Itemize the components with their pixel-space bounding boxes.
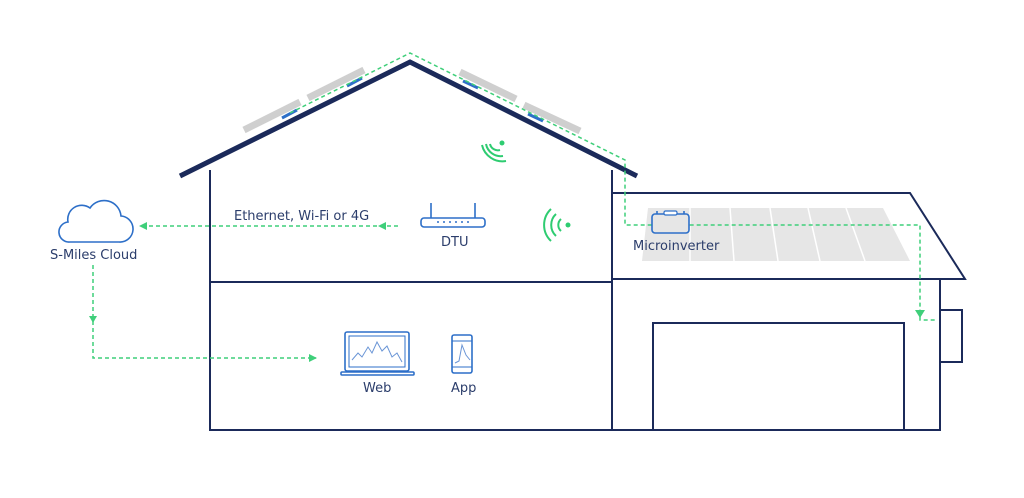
laptop-icon (340, 331, 415, 376)
cloud-icon (58, 199, 134, 243)
arrow-head (309, 354, 317, 362)
garage-solar-panels (642, 207, 910, 262)
dtu-router-icon (420, 203, 486, 228)
garage-side-box (940, 309, 963, 363)
data-flow-lines (89, 52, 937, 362)
garage-roof (612, 192, 967, 280)
house-structure (178, 59, 967, 431)
arrow-head (89, 316, 97, 323)
roof-solar-panels (242, 66, 582, 135)
arrow-head (915, 310, 925, 318)
microinverter-mark (462, 79, 479, 90)
arrow-head (378, 222, 386, 230)
main-roof (178, 59, 639, 179)
phone-icon (451, 334, 473, 374)
cloud-label: S-Miles Cloud (50, 248, 137, 263)
garage-door (652, 322, 905, 431)
web-label: Web (363, 381, 391, 396)
solar-panel (522, 101, 582, 135)
microinverter-mark (527, 112, 544, 123)
microinverter-icon (651, 210, 690, 234)
dtu-label: DTU (441, 235, 468, 250)
cloud-to-web-line (92, 265, 316, 359)
microinverter-label: Microinverter (633, 239, 720, 254)
microinverter-mark (281, 108, 298, 120)
panel-flow-line (289, 52, 937, 321)
arrow-head (139, 222, 147, 230)
solar-panel (306, 66, 366, 102)
solar-panel (458, 68, 518, 103)
solar-panel (242, 98, 302, 134)
wifi-signal-icon (481, 140, 507, 163)
microinverter-mark (346, 76, 363, 88)
wifi-signal-icon (543, 208, 571, 242)
solar-array (642, 208, 910, 261)
app-label: App (451, 381, 476, 396)
connection-label: Ethernet, Wi-Fi or 4G (234, 209, 369, 224)
